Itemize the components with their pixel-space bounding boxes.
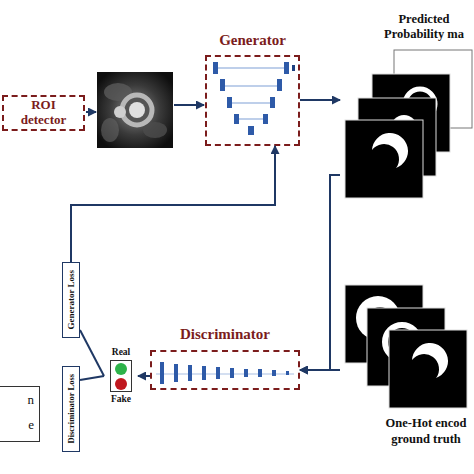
roi-detector-box: ROI detector: [2, 95, 85, 131]
loss-box: Generator Loss: [62, 262, 80, 338]
unet-icon: [213, 62, 295, 135]
probability-maps: Predicted Probability ma: [340, 10, 474, 205]
real-fake-indicator: RealFake: [104, 346, 138, 408]
loss-label: Generator Loss: [66, 270, 76, 330]
flow-arrow: [174, 104, 204, 106]
block-heading: Discriminator: [150, 326, 300, 343]
generator-block: Generator: [205, 30, 300, 146]
indicator-label: Fake: [98, 394, 144, 404]
legend-fragment: e: [28, 417, 34, 433]
loss-label: Discriminator Loss: [66, 374, 76, 444]
flow-connector: [138, 375, 150, 377]
fake-light: [115, 378, 127, 390]
indicator-frame: [110, 360, 132, 392]
legend-box: ne: [0, 386, 40, 442]
flow-connector: [300, 369, 340, 371]
flow-arrow: [86, 111, 96, 113]
mri-image: [97, 72, 173, 148]
indicator-label: Real: [98, 347, 144, 357]
ground-truth-stack: [345, 285, 467, 408]
discriminator-icon: [156, 362, 294, 384]
ground-truth-maps: One-Hot encod ground truth: [340, 280, 474, 450]
flow-connector: [300, 175, 340, 370]
flow-connector: [80, 376, 104, 380]
box-label: ROI detector: [13, 98, 75, 128]
discriminator-block: Discriminator: [150, 326, 300, 390]
flow-connector: [80, 330, 104, 376]
legend-fragment: n: [28, 392, 35, 408]
loss-box: Discriminator Loss: [62, 366, 80, 452]
stack-label: One-Hot encod ground truth: [380, 416, 472, 447]
block-heading: Generator: [195, 32, 310, 49]
probability-map-stack: [345, 50, 472, 198]
real-light: [115, 363, 127, 375]
flow-connector: [300, 99, 340, 101]
stack-label: Predicted Probability ma: [376, 12, 472, 42]
flow-connector: [71, 146, 275, 262]
generator-frame: [205, 55, 300, 146]
discriminator-frame: [150, 350, 300, 390]
